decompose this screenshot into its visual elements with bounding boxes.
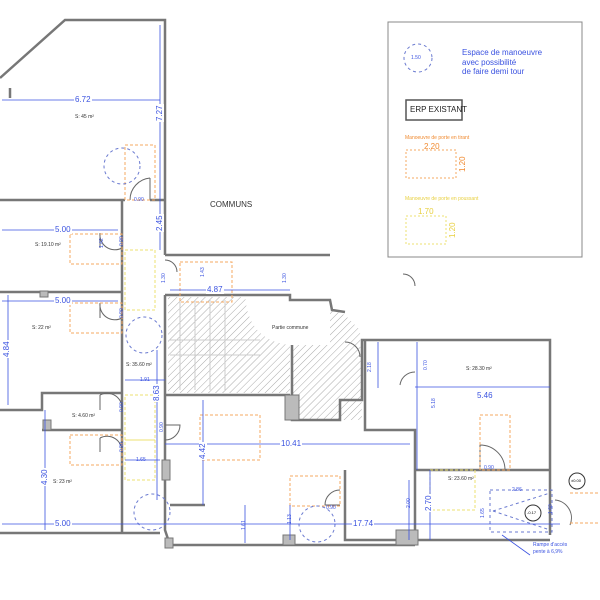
door-width: 0.90 (119, 402, 125, 412)
door-width: 0.90 (326, 505, 336, 511)
ramp-label: Rampe d'accès pente à 6,9% (533, 542, 567, 556)
ramp-leader (501, 534, 531, 556)
push-door-height: 1.20 (448, 222, 457, 238)
doors (99, 177, 572, 526)
room-area: S: 22 m² (32, 325, 51, 331)
room-area: S: 45 m² (75, 114, 94, 120)
room-area: S: 23.60 m² (448, 476, 474, 482)
door-width: 0.90 (484, 465, 494, 471)
dimension: 1.60 (548, 504, 554, 514)
room-area: S: 19.10 m² (35, 242, 61, 248)
dimension: 1.13 (287, 514, 293, 524)
level-marker (524, 504, 542, 522)
push-door-legend-title: Manoeuvre de porte en poussant (405, 196, 479, 202)
door-width: 0.90 (119, 308, 125, 318)
legend-line: avec possibilité (462, 57, 517, 67)
dimension: 5.18 (431, 398, 437, 408)
pull-door-height: 1.20 (458, 156, 467, 172)
ramp-line: pente à 6,9% (533, 549, 563, 555)
dimension: 2.70 (424, 494, 433, 512)
legend-circle-text: Espace de manoeuvre avec possibilité de … (462, 48, 542, 77)
dimension: 5.00 (54, 296, 72, 305)
dimension: 2.45 (155, 214, 164, 232)
pull-door-legend-title: Manoeuvre de porte en tirant (405, 135, 470, 141)
dimension: 2.86 (512, 487, 522, 493)
dimension: 1.65 (136, 457, 146, 463)
dimension: 4.84 (2, 340, 11, 358)
room-area: S: 28.30 m² (466, 366, 492, 372)
dimension: 8.63 (152, 384, 161, 402)
dimension: 5.00 (54, 519, 72, 528)
legend-line: Espace de manoeuvre (462, 48, 543, 57)
dimension: 7.27 (155, 104, 164, 122)
partie-commune-label: Partie commune (272, 325, 309, 331)
dimension: 1.65 (480, 508, 486, 518)
door-width: 0.90 (119, 236, 125, 246)
legend-line: de faire demi tour (462, 67, 525, 77)
level-marker (568, 472, 586, 490)
door-width: 0.90 (119, 442, 125, 452)
communs-label: COMMUNS (210, 200, 253, 209)
turning-circles (103, 147, 553, 543)
pull-door-width: 2.20 (424, 142, 440, 151)
room-area: S: 4.60 m² (72, 413, 96, 419)
pull-door-zones (69, 144, 600, 524)
level-neg: -0.17 (527, 510, 537, 515)
dimension: 17.74 (352, 519, 375, 528)
dimension: 4.42 (198, 442, 207, 460)
legend-circle-dim: 1.50 (411, 55, 421, 61)
staircase (170, 300, 260, 390)
dimension: 1.43 (200, 267, 206, 277)
dimension: 5.46 (476, 391, 494, 400)
dimension: 1.91 (140, 377, 150, 383)
room-area: S: 35.60 m² (126, 362, 152, 368)
dimension: 4.30 (40, 468, 49, 486)
dimension: 4.87 (206, 285, 224, 294)
dimension: 1.30 (282, 273, 288, 283)
legend-box (387, 21, 583, 258)
dimension: 2.18 (367, 362, 373, 372)
level-0: ±0.00 (571, 478, 581, 483)
dimension: 10.41 (280, 439, 303, 448)
door-width: 0.90 (134, 197, 144, 203)
dimension: 1.61 (241, 520, 247, 530)
dimension: 1.30 (161, 273, 167, 283)
ramp-line: Rampe d'accès (533, 542, 568, 548)
columns (39, 290, 419, 549)
dimension: 5.00 (54, 225, 72, 234)
dimension: 2.00 (406, 498, 412, 508)
dimension: 1.42 (99, 238, 105, 248)
erp-existant-label: ERP EXISTANT (410, 105, 468, 114)
dimension: 6.72 (74, 95, 92, 104)
push-door-width: 1.70 (418, 207, 434, 216)
door-width: 0.90 (159, 422, 165, 432)
room-area: S: 23 m² (53, 479, 72, 485)
dimension: 0.70 (423, 360, 429, 370)
hatched-common-area (168, 290, 362, 420)
